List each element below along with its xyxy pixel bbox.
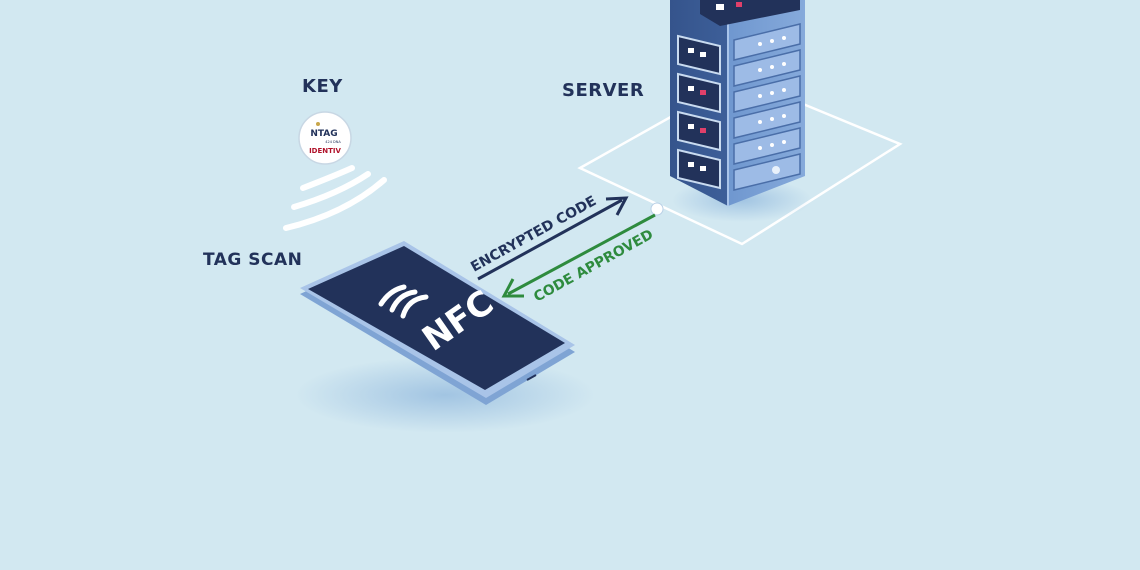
server-top-led-red (736, 2, 742, 7)
tag-brand-bottom: IDENTIV (309, 147, 341, 155)
encrypted-code-arrow (477, 196, 629, 281)
server-side-slots (733, 23, 801, 191)
server-side-dots (758, 36, 786, 174)
smartphone: NFC (300, 241, 575, 405)
encrypted-code-label: ENCRYPTED CODE (468, 193, 599, 275)
server-front-leds (688, 48, 706, 171)
key-label: KEY (302, 76, 343, 97)
tag-brand-small: 424 DNA (325, 140, 341, 144)
server-top-screen (700, 0, 800, 26)
server-rack (670, 0, 805, 206)
connection-node (650, 202, 664, 216)
code-approved-arrow (501, 213, 656, 298)
server-top-led (716, 4, 724, 10)
phone-screen (308, 246, 565, 390)
server-front-slots (677, 34, 721, 190)
tag-brand-top: NTAG (310, 129, 337, 139)
tag-scan-label: TAG SCAN (203, 250, 303, 270)
phone-nfc-waves (378, 284, 429, 319)
nfc-tag: NTAG 424 DNA IDENTIV (298, 111, 352, 165)
phone-port (526, 374, 537, 381)
server-label: SERVER (562, 80, 645, 101)
tag-gold-dot (316, 122, 320, 126)
tag-scan-waves (283, 165, 387, 231)
